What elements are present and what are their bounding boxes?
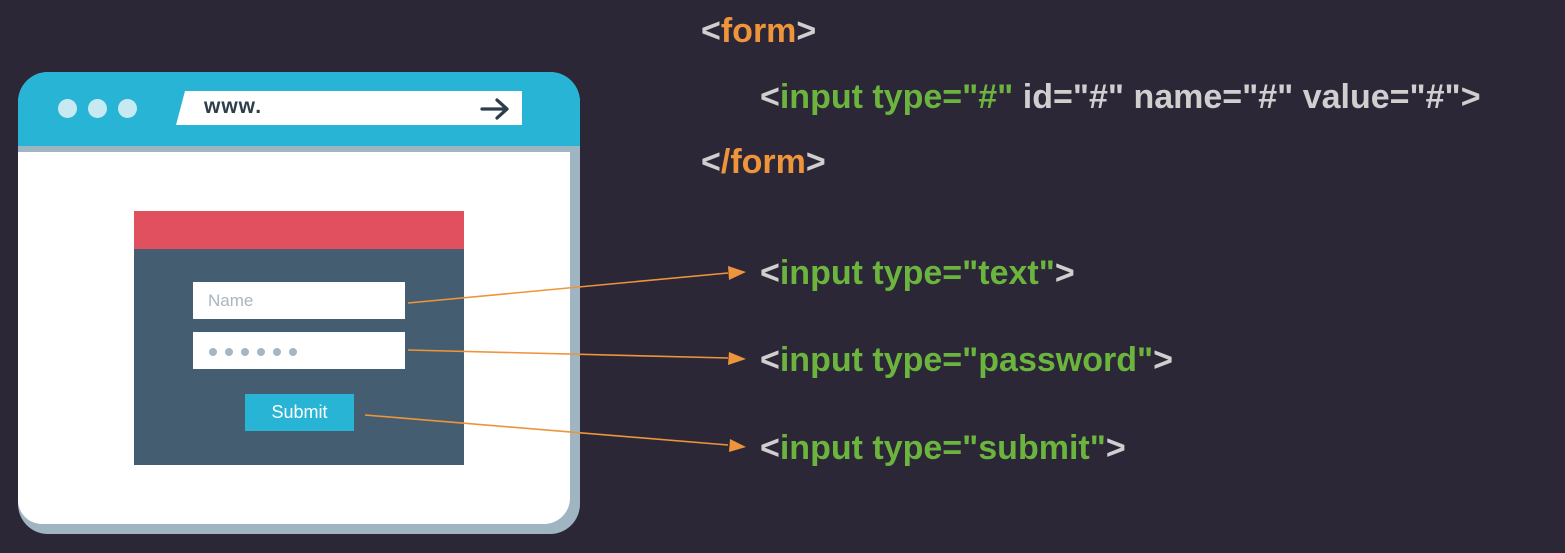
window-dot-icon: [118, 99, 137, 118]
form-header: [134, 211, 464, 249]
code-input-submit: <input type="submit">: [760, 429, 1126, 467]
form-mockup: Name Submit: [134, 211, 464, 465]
name-placeholder: Name: [208, 291, 254, 310]
password-field: [193, 332, 405, 369]
code-form-close: </form>: [701, 143, 826, 181]
arrowhead-icon: [728, 352, 746, 365]
url-text: www.: [204, 95, 263, 118]
code-form-open: <form>: [701, 12, 817, 50]
address-bar: www.: [176, 91, 522, 125]
code-input-text: <input type="text">: [760, 254, 1075, 292]
window-dot-icon: [58, 99, 77, 118]
password-dot: [289, 348, 297, 356]
password-dot: [257, 348, 265, 356]
password-dot: [273, 348, 281, 356]
arrow-right-icon: [480, 98, 510, 125]
password-dot: [225, 348, 233, 356]
arrowhead-icon: [728, 266, 746, 280]
code-input-password: <input type="password">: [760, 341, 1173, 379]
arrowhead-icon: [729, 439, 746, 452]
password-dot: [241, 348, 249, 356]
browser-titlebar: www.: [18, 72, 580, 146]
name-field: Name: [193, 282, 405, 319]
password-dot: [209, 348, 217, 356]
window-dot-icon: [88, 99, 107, 118]
code-generic-input: <input type="#" id="#" name="#" value="#…: [760, 78, 1481, 116]
submit-button: Submit: [245, 394, 354, 431]
